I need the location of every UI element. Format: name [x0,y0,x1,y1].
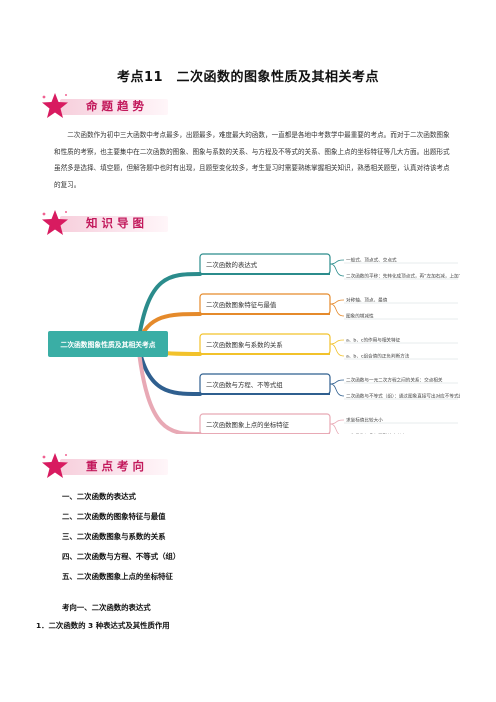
leaf-connector [329,423,340,434]
root-node [48,331,168,357]
banner-label: 知识导图 [86,216,148,230]
star-icon [42,210,68,235]
section-heading: 考向一、二次函数的表达式 [62,603,151,612]
banner-bar [60,99,168,115]
banner-bar [60,216,168,232]
branch-connector [136,342,202,434]
list-item: 四、二次函数与方程、不等式（组） [62,552,181,561]
leaf-label: 一般式、顶点式、交点式 [346,257,397,264]
leaf-connector [329,339,345,345]
leaf-connector [329,419,345,425]
leaf-label: 二次函数与几何图形综合考察 [346,433,406,435]
intro-paragraph: 二次函数作为初中三大函数中考点最多，出题最多，难度最大的函数，一直都是各地中考数… [54,127,454,193]
leaf-connector [329,383,345,397]
star-icon [42,93,68,118]
focus-list: 一、二次函数的表达式 二、二次函数的图象特征与最值 三、二次函数图象与系数的关系… [62,487,180,587]
banner-label: 命题趋势 [86,99,148,113]
leaf-label: a、b、c组合值的正负判断方法 [346,353,410,360]
leaf-connector [329,379,345,385]
leaf-connector [329,343,345,357]
banner-trend: 命题趋势 [40,93,170,119]
root-label: 二次函数图象性质及其相关考点 [60,340,155,349]
leaf-label: 二次函数与一元二次方程之间的关系：交点相关 [346,377,443,384]
list-item: 五、二次函数图象上点的坐标特征 [62,572,173,581]
branch-label: 二次函数与方程、不等式组 [206,380,283,389]
leaf-label: 求坐标值比较大小 [346,417,383,424]
banner-bar [60,459,168,475]
banner-knowledge: 知识导图 [40,210,170,236]
leaf-label: a、b、c的作用与相关特征 [346,337,401,344]
star-icon [42,453,68,478]
banner-label: 重点考向 [86,459,148,473]
intro-text: 二次函数作为初中三大函数中考点最多，出题最多，难度最大的函数，一直都是各地中考数… [54,131,450,189]
banner-focus: 重点考向 [40,453,170,479]
branch-label: 二次函数的表达式 [206,260,258,269]
page-title: 考点11 二次函数的图象性质及其相关考点 [116,70,380,85]
leaf-label: 二次函数与不等式（组）：通过图象直接写出对应不等式组的解集 [346,393,460,400]
branch-connector [136,272,202,346]
branch-label: 二次函数图象上点的坐标特征 [206,420,290,429]
list-item: 二、二次函数的图象特征与最值 [62,512,166,521]
leaf-connector [329,259,345,265]
leaf-label: 图象的增减性 [346,313,374,320]
leaf-label: 二次函数的平移：先转化成顶点式，再“左加右减，上加下减” [346,273,460,280]
list-item: 三、二次函数图象与系数的关系 [62,532,166,541]
branch-label: 二次函数图象特征与最值 [206,300,277,309]
section-subheading: 1．二次函数的 3 种表达式及其性质作用 [36,621,170,630]
leaf-label: 对称轴、顶点、最值 [346,297,388,304]
branch-label: 二次函数图象与系数的关系 [206,340,283,349]
leaf-connector [329,299,345,305]
leaf-connector [329,303,345,317]
list-item: 一、二次函数的表达式 [62,492,136,501]
leaf-connector [329,263,345,277]
mind-map: 二次函数的表达式 一般式、顶点式、交点式二次函数的平移：先转化成顶点式，再“左加右… [48,253,460,435]
